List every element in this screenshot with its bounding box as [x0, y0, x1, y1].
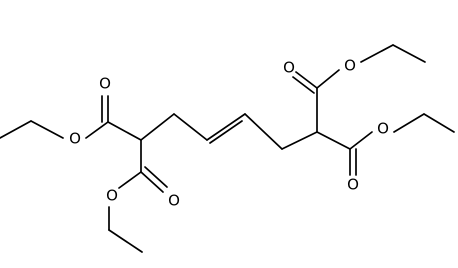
carbonyl-bond-bottom-left-double	[144, 166, 168, 188]
ethyl-bond-bottom-right	[393, 113, 425, 133]
ester-bond-bottom-left-o	[118, 171, 142, 189]
chain-bond-2	[206, 113, 246, 141]
ethyl-bond-bottom-right-2	[423, 113, 455, 133]
chain-bond-2-double	[209, 120, 243, 144]
chain-bond-4	[140, 113, 175, 141]
oxygen-label-bottom-left-carbonyl: O	[168, 192, 180, 210]
alpha-bond-right-down	[316, 131, 351, 150]
ethyl-bond-bottom-left-2	[108, 229, 143, 253]
ethyl-bond-top-left	[30, 120, 64, 139]
oxygen-label-bottom-right-carbonyl: O	[347, 176, 359, 194]
alpha-bond-left-up	[107, 121, 142, 141]
oxygen-label-bottom-right-ester: O	[377, 120, 389, 138]
carbonyl-bond-top-right-double	[292, 76, 315, 94]
oxygen-label-top-right-carbonyl: O	[283, 59, 295, 77]
oxygen-label-bottom-left-ester: O	[106, 187, 118, 205]
chain-bond-1	[244, 113, 283, 150]
alpha-bond-right-left	[281, 131, 318, 150]
oxygen-label-top-left-carbonyl: O	[99, 75, 111, 93]
oxygen-label-top-left-ester: O	[69, 130, 81, 148]
atom-label-layer: O O O O O O O O	[69, 57, 389, 210]
carbonyl-bond-bottom-left	[140, 171, 164, 193]
bond-layer	[0, 44, 455, 253]
ethyl-bond-top-right-2	[392, 44, 426, 63]
ester-bond-top-right-o	[316, 69, 340, 89]
carbonyl-bond-top-right	[295, 71, 318, 89]
ethyl-bond-top-right	[360, 44, 394, 63]
ester-bond-top-left-o	[85, 121, 109, 139]
chain-bond-3	[173, 113, 208, 141]
oxygen-label-top-right-ester: O	[344, 57, 356, 75]
ester-bond-bottom-right-o	[349, 131, 373, 150]
ethyl-bond-top-left-2	[0, 120, 32, 139]
